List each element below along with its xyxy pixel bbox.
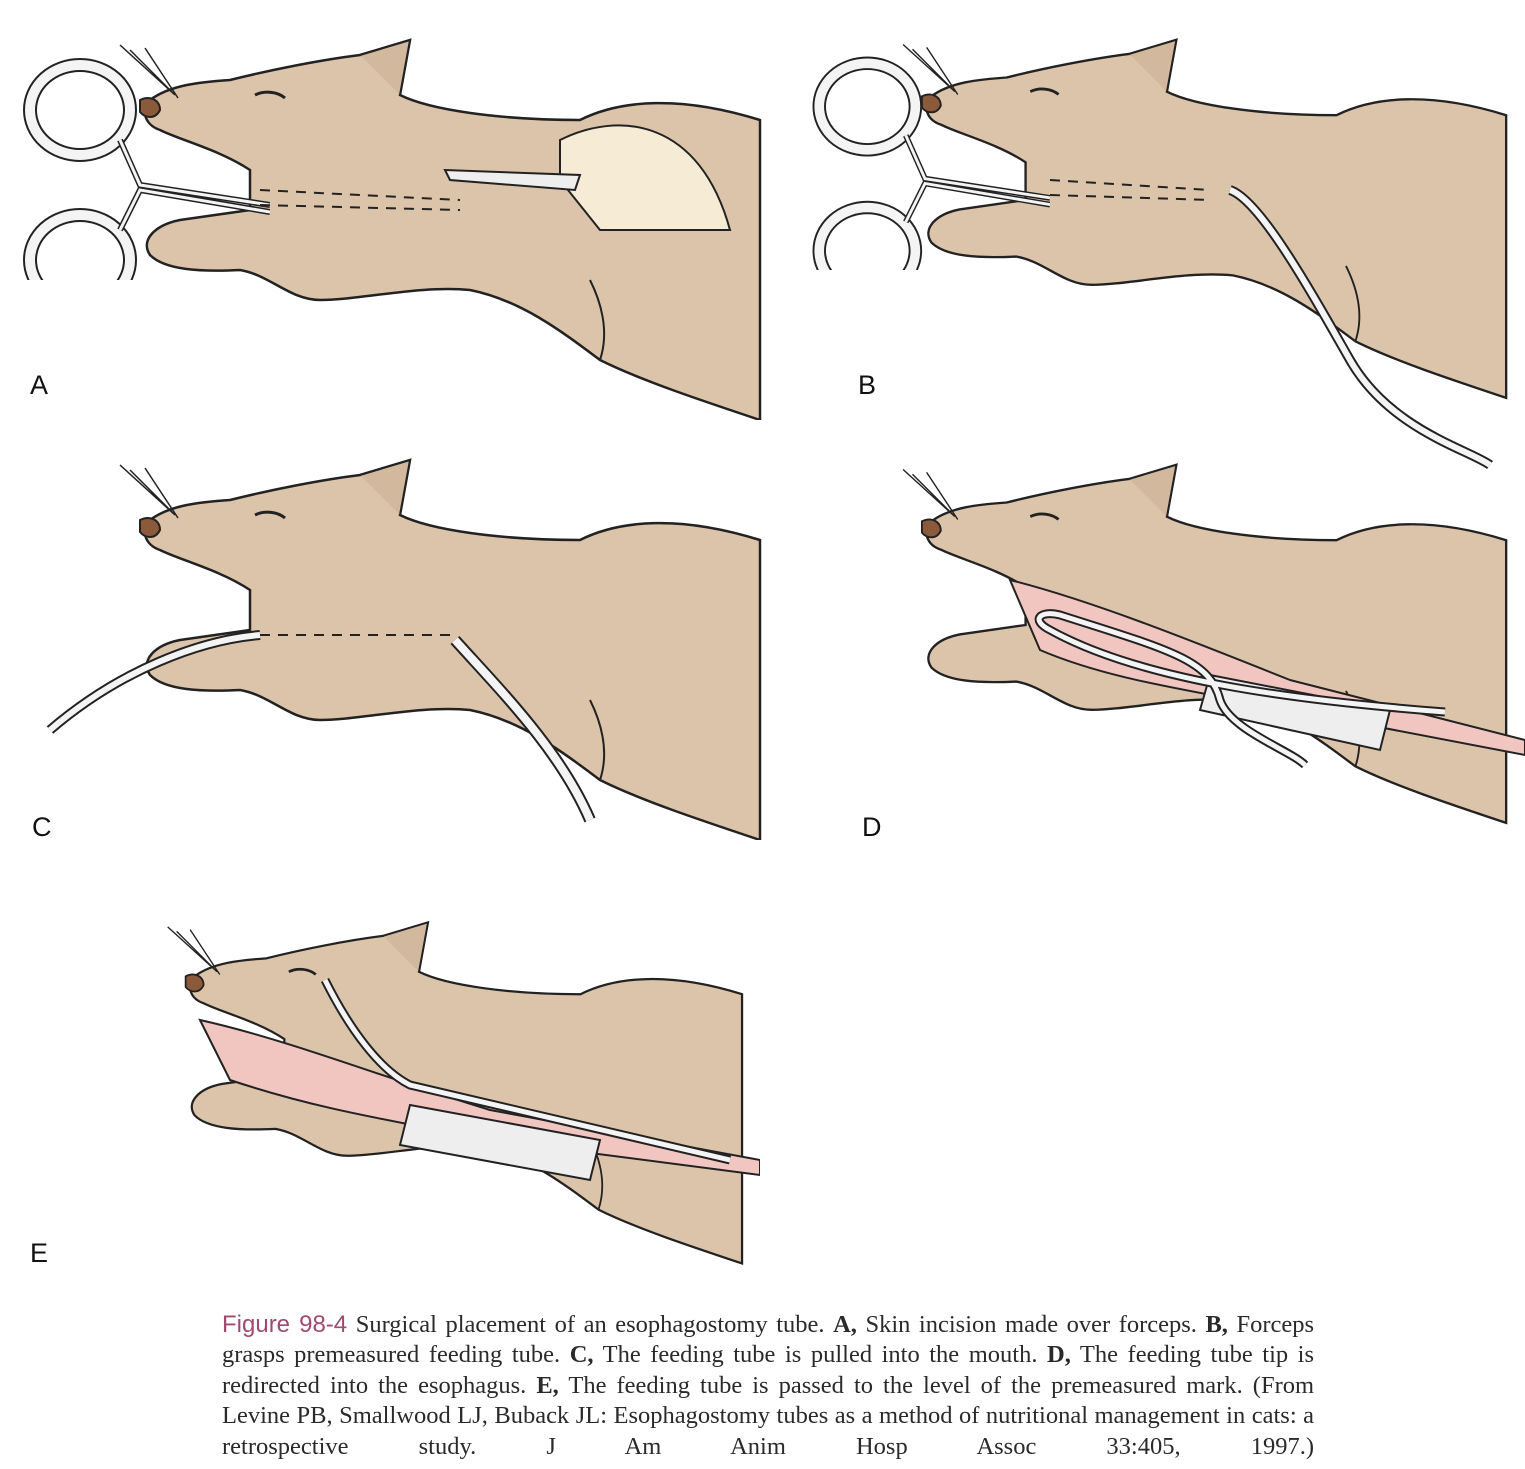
panel-label-a: A [30, 370, 49, 400]
caption-title: Surgical placement of an esophagostomy t… [355, 1311, 825, 1338]
trachea [398, 1103, 602, 1182]
hand-icon [559, 124, 732, 231]
step-text-c: The feeding tube is pulled into the mout… [602, 1341, 1038, 1369]
step-key-d: D, [1047, 1341, 1071, 1369]
feeding-tube [322, 978, 731, 1163]
step-text-e: The feeding tube is passed to the level … [568, 1371, 1243, 1399]
panel-c-illustration [0, 450, 780, 840]
figure-caption: Figure 98-4 Surgical placement of an eso… [222, 1310, 1314, 1462]
panel-e-illustration [60, 870, 760, 1280]
panel-label-c: C [32, 812, 52, 842]
figure-number: Figure 98-4 [222, 1311, 348, 1338]
feeding-tube [48, 632, 261, 733]
feeding-tube [1228, 187, 1492, 468]
panel-a-illustration [0, 30, 780, 420]
caption-source: (From Levine PB, Smallwood LJ, Buback JL… [222, 1371, 1315, 1460]
feeding-tube [1036, 611, 1446, 767]
step-key-a: A, [833, 1311, 857, 1338]
step-text-b: Forceps grasps premeasured feeding tube. [222, 1311, 1315, 1369]
panel-b-illustration [790, 30, 1525, 490]
scalpel-icon [443, 168, 582, 192]
step-text-d: The feeding tube tip is redirected into … [222, 1341, 1315, 1399]
step-key-e: E, [536, 1371, 559, 1399]
panel-label-b: B [858, 370, 877, 400]
panel-d-illustration [790, 450, 1525, 860]
step-text-a: Skin incision made over forceps. [865, 1311, 1197, 1338]
step-key-c: C, [569, 1341, 594, 1369]
panel-label-e: E [30, 1238, 49, 1268]
panel-label-d: D [862, 812, 882, 842]
step-key-b: B, [1205, 1311, 1228, 1338]
